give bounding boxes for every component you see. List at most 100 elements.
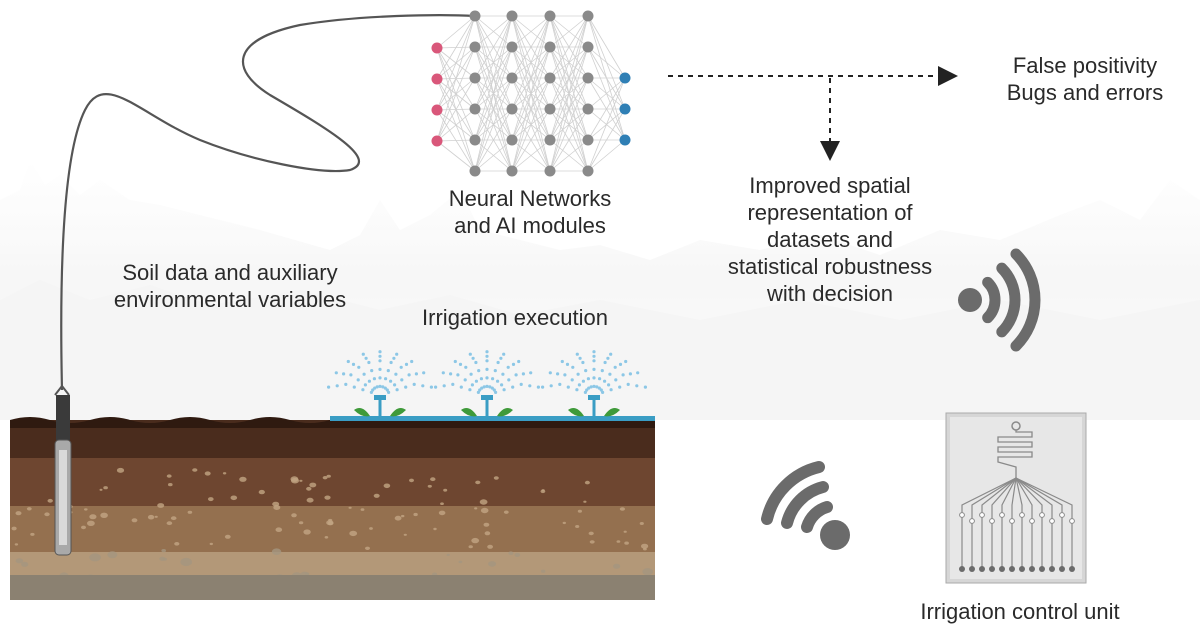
water-droplet [477, 369, 481, 373]
nn-connection [549, 139, 589, 172]
water-droplet [589, 385, 593, 389]
board-pad [989, 518, 995, 524]
cable-connector [54, 384, 70, 396]
water-droplet [386, 369, 390, 373]
pebble [11, 526, 17, 531]
water-droplet [362, 372, 366, 376]
board-trace [1011, 477, 1017, 568]
water-droplet [485, 367, 489, 371]
water-droplet [464, 365, 468, 369]
pebble [290, 476, 299, 482]
board-pin [1029, 566, 1035, 572]
water-droplet [474, 360, 478, 365]
water-droplet [381, 385, 385, 389]
nn-connection [549, 77, 589, 172]
hidden-node [506, 10, 518, 22]
board-trace [991, 477, 1017, 568]
hidden-node [469, 10, 481, 22]
pebble [100, 512, 108, 518]
pebble [443, 488, 448, 492]
water-droplet [414, 372, 418, 376]
foggy-forest-background [0, 160, 1200, 420]
nn-connection [436, 15, 476, 80]
water-droplet [600, 369, 604, 373]
pebble [327, 521, 334, 526]
water-droplet [585, 388, 589, 392]
nn-connection [549, 15, 589, 48]
pebble [15, 511, 22, 516]
pebble [483, 522, 490, 527]
hidden-node [544, 41, 556, 53]
water-droplet [378, 359, 382, 363]
pebble [642, 568, 653, 576]
water-droplet [346, 359, 350, 364]
water-droplet [422, 371, 426, 375]
pebble [291, 513, 297, 518]
sprinkler-group [327, 350, 648, 417]
board-trace [1015, 477, 1043, 568]
water-droplet [608, 372, 612, 376]
water-droplet [536, 385, 541, 389]
plant-leaf [568, 408, 584, 417]
pebble [89, 514, 97, 520]
pebble [174, 542, 180, 546]
pebble [562, 521, 566, 525]
pebble [166, 474, 172, 478]
water-droplet [494, 390, 498, 394]
pebble [446, 553, 450, 557]
sprinkler-icon [434, 350, 541, 417]
water-droplet [470, 383, 474, 387]
hidden-node [506, 103, 518, 115]
pebble [383, 483, 391, 489]
nn-connection [587, 139, 626, 172]
water-droplet [410, 359, 414, 364]
input-node [431, 104, 443, 116]
water-droplet [507, 378, 511, 382]
water-droplet [442, 384, 446, 388]
pebble [589, 540, 595, 544]
water-droplet [599, 388, 603, 392]
water-droplet [385, 388, 389, 392]
board-trace [961, 477, 1017, 568]
board-pin [969, 566, 975, 572]
water-droplet [378, 384, 382, 388]
board-pad [979, 512, 985, 518]
water-droplet [636, 371, 640, 375]
board-pin [1009, 566, 1015, 572]
water-droplet [468, 388, 472, 392]
board-trace [1015, 477, 1073, 568]
plant-leaf [390, 408, 406, 417]
water-droplet [581, 379, 586, 383]
water-droplet [556, 372, 560, 376]
nn-connection [474, 15, 513, 110]
water-droplet [529, 371, 533, 375]
nn-connection [587, 15, 626, 79]
output-node [619, 134, 631, 146]
water-droplet [400, 378, 404, 382]
pebble [349, 530, 358, 537]
water-droplet [375, 385, 379, 389]
water-pipe [330, 416, 655, 421]
water-droplet [327, 385, 331, 389]
water-droplet [459, 385, 463, 389]
pebble [365, 546, 370, 550]
water-droplet [421, 384, 425, 388]
water-droplet [496, 360, 500, 365]
pebble [479, 499, 488, 505]
water-droplet [451, 382, 455, 386]
pebble [369, 527, 373, 530]
pebble [488, 561, 497, 567]
nn-connection [549, 46, 589, 172]
nn-connection [511, 139, 551, 172]
outcome-positive-label: Improved spatial representation of datas… [690, 172, 970, 307]
board-trace [1015, 477, 1053, 568]
water-droplet [441, 371, 445, 375]
nn-connection [474, 15, 513, 79]
water-droplet [480, 386, 484, 390]
soil-data-label: Soil data and auxiliary environmental va… [80, 259, 380, 313]
water-droplet [491, 377, 495, 381]
water-droplet [485, 384, 489, 388]
water-droplet [373, 386, 377, 390]
water-droplet [334, 371, 338, 375]
